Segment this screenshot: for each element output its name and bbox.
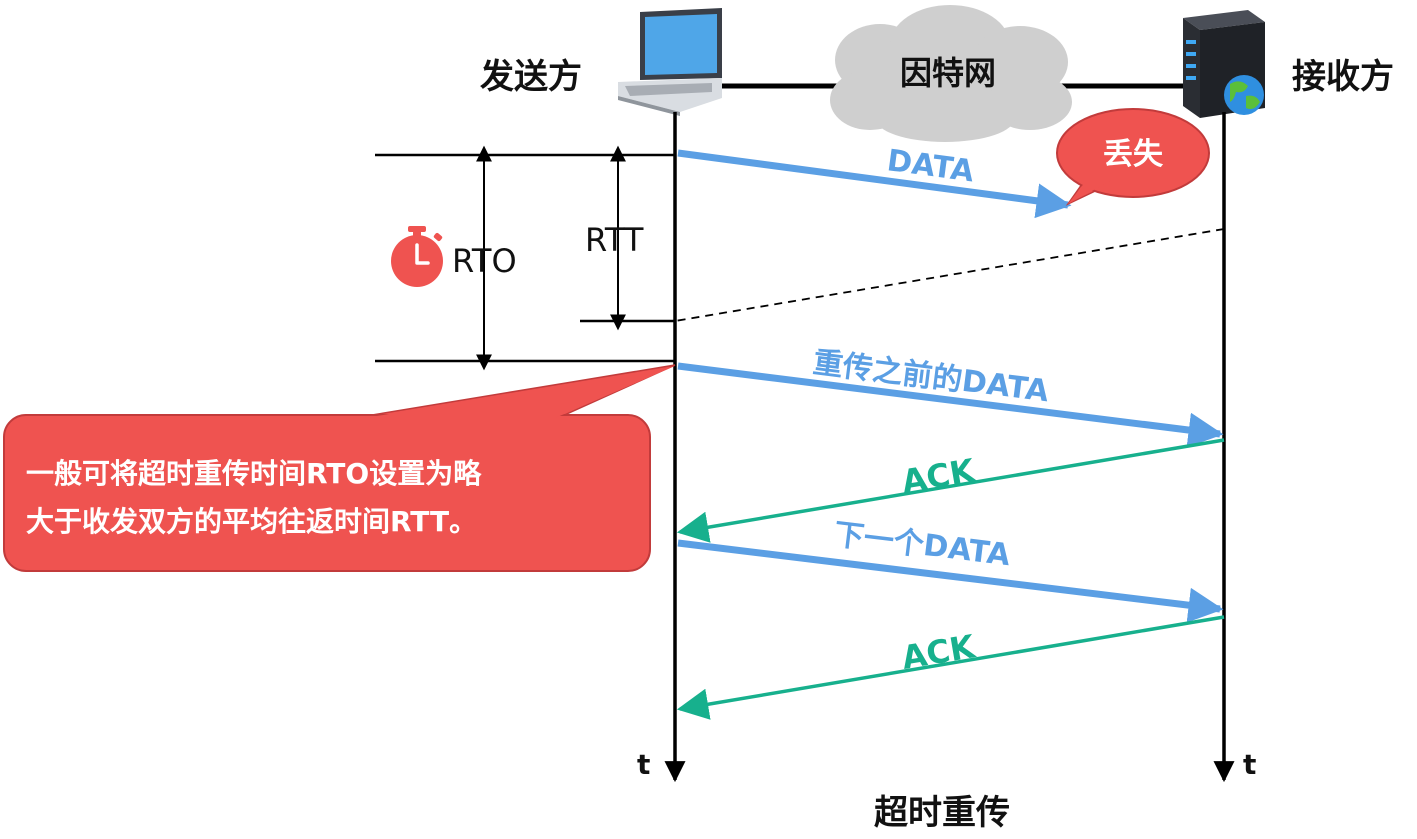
data-next-arrow — [677, 539, 1224, 623]
note-line-2: 大于收发双方的平均往返时间RTT。 — [26, 505, 477, 538]
loss-badge-label: 丢失 — [1103, 137, 1164, 172]
ack-1-arrow — [676, 438, 1225, 543]
note-line-1: 一般可将超时重传时间RTO设置为略 — [26, 457, 482, 490]
sender-time-axis-label: t — [637, 748, 650, 781]
ack-2-arrow — [676, 615, 1225, 720]
stopwatch-icon — [391, 226, 443, 287]
ack-1-label: ACK — [899, 451, 979, 501]
rtt-label: RTT — [585, 221, 644, 259]
laptop-icon — [618, 8, 722, 116]
receiver-time-axis-label: t — [1243, 748, 1256, 781]
note-callout — [3, 364, 676, 572]
rto-label: RTO — [452, 242, 517, 280]
sender-label: 发送方 — [480, 57, 582, 97]
loss-badge — [1056, 108, 1210, 206]
expected-ack-dashed-line — [674, 228, 1225, 322]
server-globe-icon — [1183, 10, 1265, 118]
ack-2-label: ACK — [899, 627, 979, 677]
data-lost-arrow — [677, 149, 1072, 219]
receiver-label: 接收方 — [1292, 57, 1394, 97]
diagram-caption: 超时重传 — [874, 793, 1010, 833]
data-retransmit-arrow — [677, 362, 1224, 448]
network-label: 因特网 — [900, 54, 996, 92]
cloud-icon — [830, 5, 1072, 142]
